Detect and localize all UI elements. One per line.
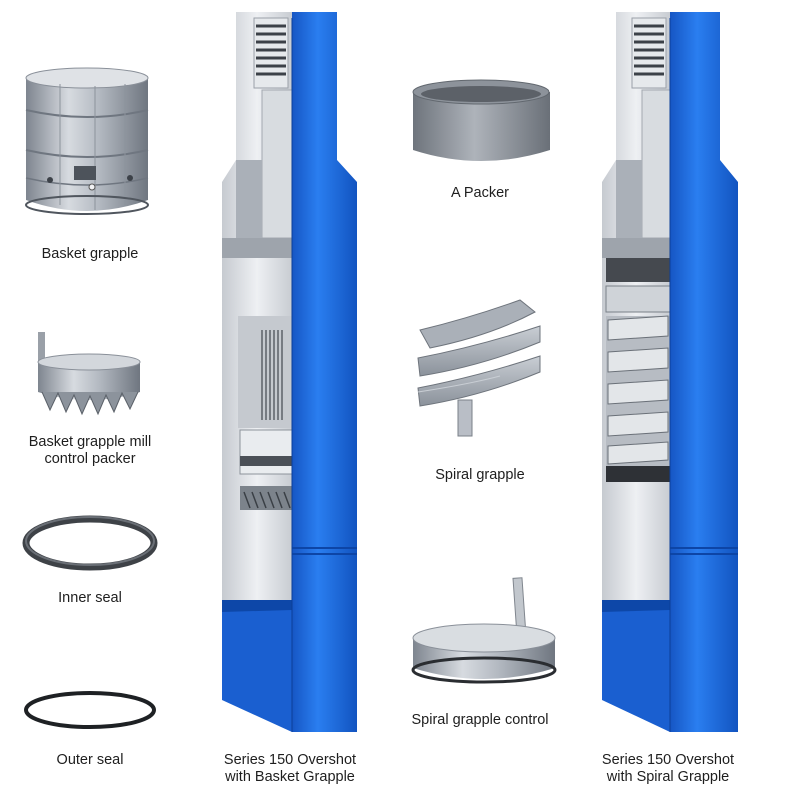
- a-packer-label: A Packer: [450, 185, 510, 201]
- overshot-basket-assembly: [222, 12, 357, 732]
- overshot-basket-label: Series 150 Overshot with Basket Grapple: [223, 752, 357, 785]
- inner-seal-illustration: [22, 515, 158, 571]
- mill-control-packer-illustration: [37, 332, 141, 416]
- basket-grapple-label: Basket grapple: [41, 246, 139, 262]
- spiral-grapple-control-illustration: [411, 577, 557, 684]
- spiral-grapple-control-label: Spiral grapple control: [411, 712, 549, 728]
- spiral-grapple-label: Spiral grapple: [435, 467, 525, 483]
- a-packer-illustration: [412, 79, 550, 161]
- basket-grapple-illustration: [25, 67, 149, 215]
- overshot-spiral-label: Series 150 Overshot with Spiral Grapple: [601, 752, 735, 785]
- overshot-spiral-assembly: [602, 12, 738, 732]
- outer-seal-illustration: [24, 691, 156, 729]
- outer-seal-label: Outer seal: [56, 752, 124, 768]
- spiral-grapple-illustration: [417, 299, 541, 437]
- mill-control-packer-label: Basket grapple mill control packer: [28, 434, 152, 467]
- inner-seal-label: Inner seal: [58, 590, 122, 606]
